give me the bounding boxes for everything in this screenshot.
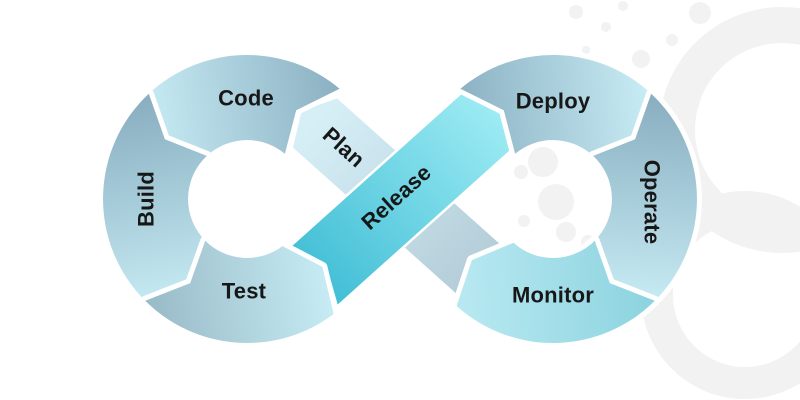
segment-code xyxy=(143,50,345,161)
segment-label-operate: Operate xyxy=(639,160,664,245)
segment-operate xyxy=(588,88,702,306)
segment-build xyxy=(98,88,212,306)
segment-label-build: Build xyxy=(134,171,159,227)
segment-label-monitor: Monitor xyxy=(512,283,594,308)
segment-label-deploy: Deploy xyxy=(516,89,591,114)
segment-label-test: Test xyxy=(222,279,267,304)
segment-label-code: Code xyxy=(218,86,274,111)
segment-test xyxy=(140,235,339,348)
segment-deploy xyxy=(455,50,657,161)
segment-monitor xyxy=(451,235,660,348)
